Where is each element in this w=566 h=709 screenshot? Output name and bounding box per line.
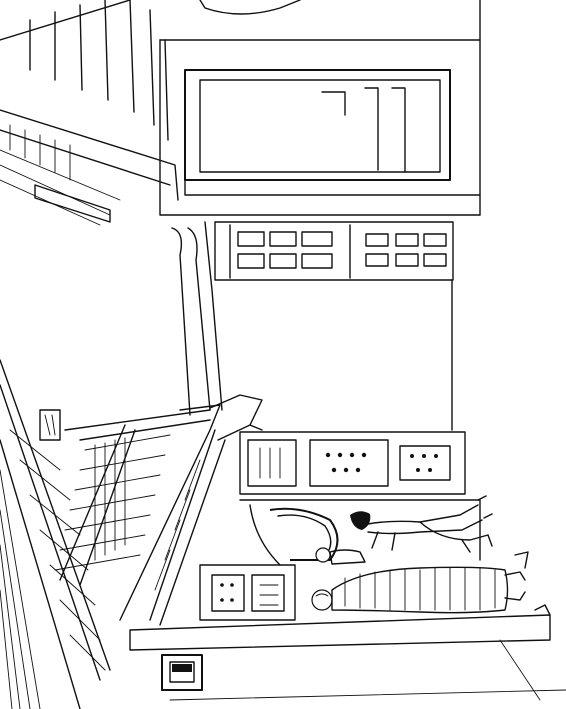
central-pillar	[171, 221, 453, 431]
carved-door	[239, 431, 466, 495]
left-staircase	[0, 359, 111, 709]
robed-figure	[311, 551, 529, 614]
lower-landing	[129, 394, 551, 651]
floor-lines	[169, 639, 566, 701]
upper-window	[184, 69, 481, 196]
floor-vent	[161, 654, 203, 691]
upper-staircase	[0, 0, 179, 226]
child-figure	[350, 495, 493, 553]
lower-door	[199, 564, 296, 621]
small-figure	[315, 547, 366, 565]
stair-balustrade	[39, 404, 221, 621]
paneled-cabinet	[214, 221, 454, 281]
upper-doorway	[159, 0, 481, 216]
bath-alcove	[239, 499, 481, 566]
